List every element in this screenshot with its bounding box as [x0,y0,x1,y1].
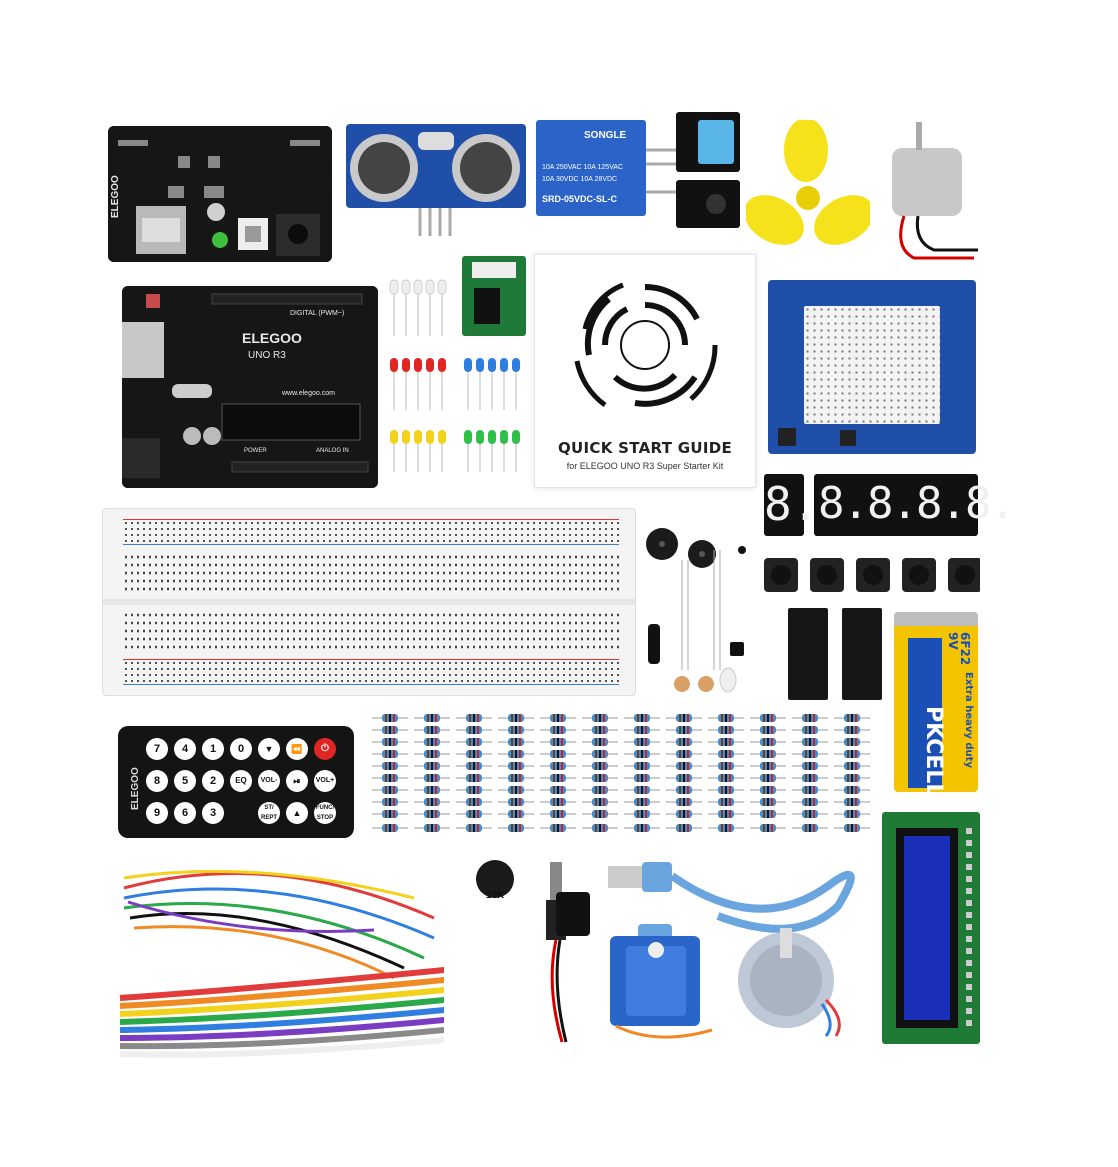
battery-brand: PKCELL [921,706,946,792]
battery-tagline: Extra heavy duty [963,672,974,768]
ultrasonic-sensor-art [346,124,526,236]
breadboard-channel [103,599,635,605]
breadboard-top-rail [123,519,619,545]
humidity-sensor [676,112,740,172]
remote-key-eq: EQ [230,770,252,792]
power-supply-module-art [108,126,332,262]
shield-button-2 [840,430,856,446]
remote-key-6: 6 [174,802,196,824]
uno-power-label: POWER [244,448,267,454]
remote-key-play: ⏯ [286,770,308,792]
remote-key-5: 5 [174,770,196,792]
relay-brand: SONGLE [584,130,627,141]
remote-key-func: FUNC/STOP [314,802,336,824]
ir-remote: ELEGOO 7 4 1 0 ▼ ⏪ ⏻ 8 5 2 EQ VOL- ⏯ VOL… [118,726,354,838]
remote-key-up: ▲ [286,802,308,824]
four-digit-display: 8.8.8.8. [814,474,1016,536]
breadboard-lower-grid [123,611,619,653]
lcd-screen [904,836,950,1020]
relay-model: SRD-05VDC-SL-C [542,194,618,204]
relay-rating-2: 10A 30VDC 10A 28VDC [542,176,618,183]
uno-brand: ELEGOO [242,330,302,346]
remote-key-4: 4 [174,738,196,760]
breadboard-upper-grid [123,553,619,595]
guide-subtitle: for ELEGOO UNO R3 Super Starter Kit [566,461,724,471]
white-leds [389,279,447,295]
power-supply-module: ELEGOO [108,126,332,262]
reset-button-shield [778,428,796,446]
relay-rating-1: 10A 250VAC 10A 125VAC [542,164,624,171]
remote-key-8: 8 [146,770,168,792]
uno-r3-board: ELEGOO UNO R3 www.elegoo.com DIGITAL (PW… [122,286,378,488]
ir-receiver-eye [706,194,726,214]
nine-volt-battery: PKCELL 6F22 9V Extra heavy duty [894,612,978,792]
servo-motor [610,936,713,1039]
breadboard [102,508,636,696]
potentiometer: 10K [476,860,514,901]
lcd-module [882,812,980,1044]
remote-key-2: 2 [202,770,224,792]
remote-key-9: 9 [146,802,168,824]
battery-volt: 9V [946,632,960,650]
remote-brand: ELEGOO [130,767,141,810]
driver-connector [472,262,516,278]
uno-board-art [122,286,378,488]
driver-chip [474,288,500,324]
led-assortment [389,279,520,472]
push-buttons [764,558,980,592]
guide-logo [574,282,718,408]
stepper-motor [738,928,841,1037]
battery-stripe [908,638,942,788]
prototype-shield [768,280,976,454]
resistor-rows [372,713,871,833]
breadboard-bottom-rail [123,659,619,685]
uno-url: www.elegoo.com [282,390,335,397]
mini-breadboard [804,306,940,424]
jumper-wires [119,869,444,1058]
single-digit-glyph: 8. [764,477,820,531]
relay-pins [646,148,676,194]
remote-key-rewind: ⏪ [286,738,308,760]
uno-digital-label: DIGITAL (PWM~) [290,310,345,317]
battery-type: 6F22 [958,632,972,666]
ultrasonic-sensor [346,124,526,236]
battery-clip-cable [546,862,590,1043]
guide-title: QUICK START GUIDE [557,439,733,457]
small-components [646,528,746,693]
uno-model: UNO R3 [248,350,286,361]
remote-key-st: ST/REPT [258,802,280,824]
humidity-sensor-grille [698,120,734,164]
remote-key-7: 7 [146,738,168,760]
resistors [372,713,871,833]
relay-module: SONGLE 10A 250VAC 10A 125VAC 10A 30VDC 1… [536,120,676,216]
single-digit-display: 8. [764,474,820,536]
ic-chip-2 [842,608,882,700]
ir-receiver-module [676,180,740,228]
dc-motor [892,122,978,260]
remote-key-vol-plus: VOL+ [314,770,336,792]
remote-key-3: 3 [202,802,224,824]
fan-blade [746,120,870,245]
lcd-pin-header [966,828,972,1028]
ic-chip-1 [788,608,828,700]
remote-key-vol-minus: VOL- [258,770,280,792]
pot-label: 10K [485,890,505,901]
remote-key-down: ▼ [258,738,280,760]
four-digit-glyphs: 8.8.8.8. [818,478,1016,529]
remote-key-0: 0 [230,738,252,760]
relay-body [536,120,646,216]
uno-analog-label: ANALOG IN [316,448,349,454]
battery-terminal [894,612,978,626]
power-module-brand: ELEGOO [110,175,121,218]
remote-key-power: ⏻ [314,738,336,760]
remote-key-1: 1 [202,738,224,760]
quick-start-guide: QUICK START GUIDE for ELEGOO UNO R3 Supe… [534,254,756,488]
stepper-driver-board [462,256,526,336]
